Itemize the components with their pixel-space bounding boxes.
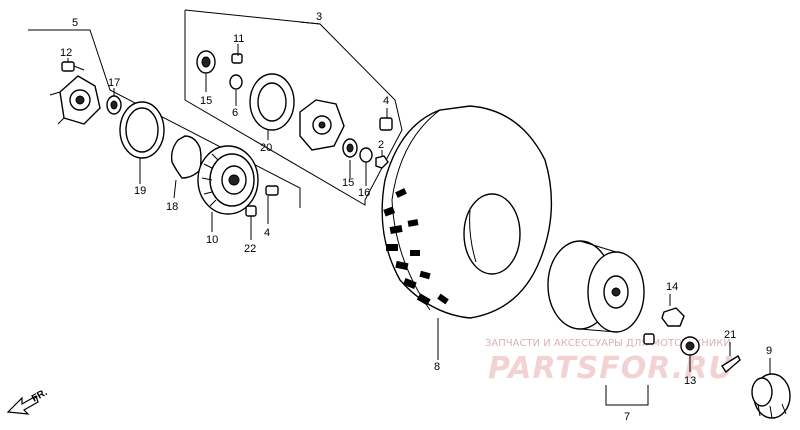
pin-21 [721,354,741,374]
bolt-11 [231,53,243,64]
spacer-6 [229,74,243,90]
valve-stem [643,333,655,345]
rim-7 [547,240,645,333]
label-9: 9 [766,345,772,357]
label-13: 13 [684,375,696,387]
label-8: 8 [434,361,440,373]
group-bracket-7 [605,385,649,406]
nut-14 [661,307,685,327]
label-22: 22 [244,243,256,255]
bearing-15-lower [342,138,358,158]
nut-17 [106,95,122,115]
cap-13 [680,336,700,356]
o-ring-18 [170,135,202,179]
label-2: 2 [378,139,384,151]
label-18: 18 [166,201,178,213]
group-bracket-5 [28,29,301,208]
bolt-4-lower [265,185,279,196]
bolt-12 [61,61,85,72]
label-5: 5 [72,17,78,29]
label-16: 16 [358,187,370,199]
leader-lines [67,44,771,374]
label-10: 10 [206,234,218,246]
label-21: 21 [724,329,736,341]
label-15-lower: 15 [342,177,354,189]
label-6: 6 [232,107,238,119]
label-14: 14 [666,281,678,293]
front-direction-label: FR. [30,387,50,405]
front-arrow-icon [6,395,39,415]
castle-nut-9 [751,373,791,419]
tire-8 [381,105,553,319]
seal-ring-19 [119,101,165,159]
bearing-15-upper [196,50,216,74]
wheel-hub [49,75,101,125]
label-20: 20 [260,142,272,154]
front-direction-indicator: FR. [6,387,50,415]
bolt-4-upper [379,117,393,131]
label-12: 12 [60,47,72,59]
label-19: 19 [134,185,146,197]
label-7: 7 [624,411,630,423]
housing-20 [249,73,295,131]
label-4-lower: 4 [264,227,270,239]
label-17: 17 [108,77,120,89]
spacer-16 [359,147,373,163]
label-3: 3 [316,11,322,23]
nut-2 [375,155,389,169]
brake-drum-10 [197,145,259,215]
bolt-22 [245,205,257,240]
watermark: ЗАПЧАСТИ И АКСЕССУАРЫ ДЛЯ МОТОТЕХНИКИ PA… [485,338,734,386]
label-15-upper: 15 [200,95,212,107]
part-labels: 3 11 15 6 20 4 2 15 16 5 12 17 19 18 10 … [60,11,772,423]
label-4-upper: 4 [383,95,389,107]
hub-flange [299,99,345,151]
watermark-logo: PARTSFOR.RU [488,351,734,386]
label-11: 11 [233,33,244,45]
watermark-subtitle: ЗАПЧАСТИ И АКСЕССУАРЫ ДЛЯ МОТОТЕХНИКИ [485,338,731,349]
